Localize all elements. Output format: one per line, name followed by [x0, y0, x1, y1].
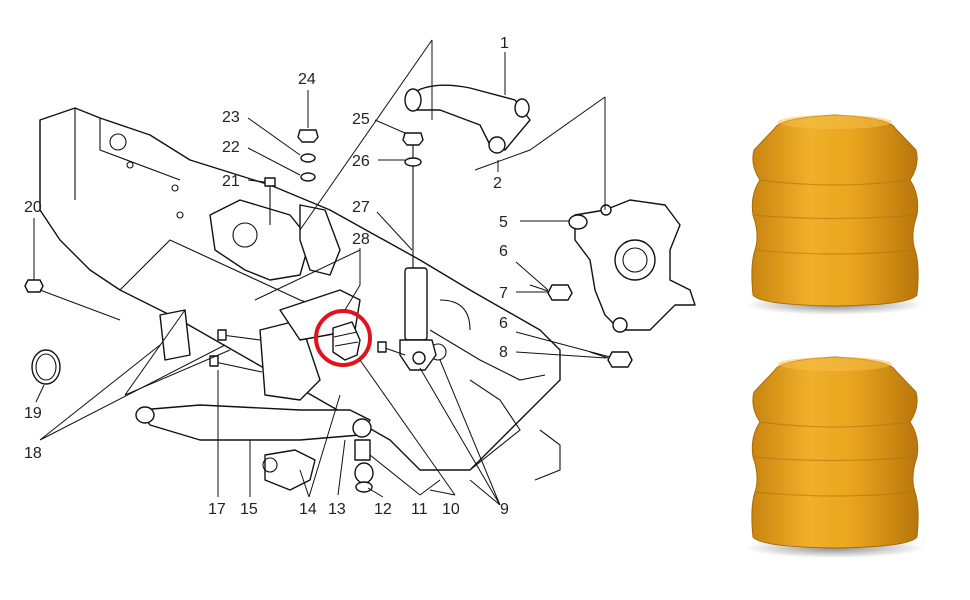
callout-20: 20	[24, 199, 42, 216]
callout-15: 15	[240, 501, 258, 518]
callout-18: 18	[24, 445, 42, 462]
bolts-lower	[209, 329, 406, 373]
suspension-exploded-diagram: 1 2 5 6 7 6 8 9 10 11 12 13 14 15 17 18 …	[24, 35, 696, 518]
bump-stop-top	[745, 114, 925, 315]
bump-stop-bottom	[745, 356, 925, 558]
callout-19: 19	[24, 405, 42, 422]
callout-26: 26	[352, 153, 370, 170]
callout-7: 7	[499, 285, 508, 302]
fasteners-top	[264, 129, 319, 225]
jounce-bumper-part	[332, 321, 361, 361]
callout-6a: 6	[499, 243, 508, 260]
callout-2: 2	[493, 175, 502, 192]
callout-6b: 6	[499, 315, 508, 332]
callout-13: 13	[328, 501, 346, 518]
callout-5: 5	[499, 214, 508, 231]
callout-23: 23	[222, 109, 240, 126]
callout-1: 1	[500, 35, 509, 52]
fasteners-right	[529, 284, 633, 368]
callout-21: 21	[222, 173, 240, 190]
leader-lines	[33, 39, 611, 506]
callout-25: 25	[352, 111, 370, 128]
highlight-circle	[314, 309, 372, 367]
callout-9: 9	[500, 501, 509, 518]
callout-27: 27	[352, 199, 370, 216]
bump-stop-product-images	[745, 114, 925, 558]
nut-and-ring-left	[24, 279, 61, 385]
callout-12: 12	[374, 501, 392, 518]
callout-10: 10	[442, 501, 460, 518]
callout-14: 14	[299, 501, 317, 518]
callout-8: 8	[499, 344, 508, 361]
callout-11: 11	[411, 501, 428, 518]
lower-control-arm	[135, 404, 372, 491]
callout-labels: 1 2 5 6 7 6 8 9 10 11 12 13 14 15 17 18 …	[24, 35, 509, 518]
steering-knuckle	[568, 199, 696, 333]
callout-22: 22	[222, 139, 240, 156]
upper-control-arm	[404, 84, 531, 154]
callout-24: 24	[298, 71, 316, 88]
shock-absorber	[399, 132, 437, 371]
ball-joint	[354, 439, 374, 493]
crossmember-bracket	[209, 199, 341, 281]
callout-17: 17	[208, 501, 226, 518]
callout-28: 28	[352, 231, 370, 248]
